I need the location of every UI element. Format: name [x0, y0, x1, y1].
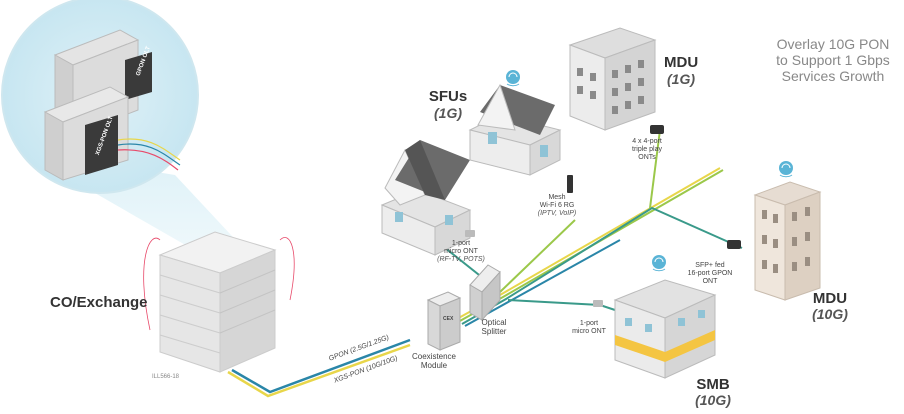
- mdu-right-ont: [727, 240, 741, 249]
- gpon-fiber: [227, 343, 411, 398]
- mesh-router: [567, 175, 573, 193]
- wifi-icon: [779, 161, 793, 178]
- mdu-right-speed: (10G): [812, 306, 848, 322]
- sfu-ont-label: 1-port micro ONT (RF-TV, POTS): [437, 240, 485, 263]
- optical-splitter: [469, 264, 501, 322]
- splitter-label: Optical Splitter: [481, 318, 507, 336]
- co-code: ILL566-18: [152, 374, 180, 380]
- coexistence-tag: CEX: [443, 316, 454, 322]
- smb-speed: (10G): [695, 392, 731, 408]
- coexistence-label: Coexistence Module: [411, 352, 457, 370]
- smb-label: SMB: [696, 376, 730, 393]
- mdu-top-speed: (1G): [667, 71, 695, 87]
- diagram-title: Overlay 10G PON to Support 1 Gbps Servic…: [776, 36, 890, 84]
- sfu-house-1: [380, 140, 472, 256]
- smb-ont-label: 1-port micro ONT: [572, 320, 606, 335]
- olt-rack-xgs: [43, 86, 130, 181]
- coexistence-module: [426, 291, 462, 351]
- sfu-house-2: [468, 83, 562, 176]
- wifi-icon: [652, 255, 666, 272]
- sfu-ont: [465, 230, 475, 237]
- smb-building: [613, 279, 717, 379]
- mdu-top-label: MDU: [664, 54, 699, 71]
- sfus-label: SFUs: [428, 88, 468, 105]
- smb-ont: [593, 300, 603, 307]
- co-building: [158, 231, 277, 373]
- mdu-top-ont-label: 4 x 4-port triple play ONTs: [632, 138, 662, 161]
- mdu-right-label: MDU: [812, 290, 848, 307]
- xgs-fiber: [231, 338, 411, 394]
- mdu-top-ont: [650, 125, 664, 134]
- mdu-top-building: [568, 27, 657, 131]
- wifi-icon: [506, 70, 520, 87]
- mdu-right-ont-label: SFP+ fed 16-port GPON ONT: [687, 262, 733, 285]
- co-exchange-label: CO/Exchange: [50, 294, 148, 311]
- mesh-label: Mesh Wi-Fi 6 RG (IPTV, VoIP): [537, 194, 577, 217]
- sfus-speed: (1G): [434, 105, 462, 121]
- mdu-right-building: [753, 181, 822, 301]
